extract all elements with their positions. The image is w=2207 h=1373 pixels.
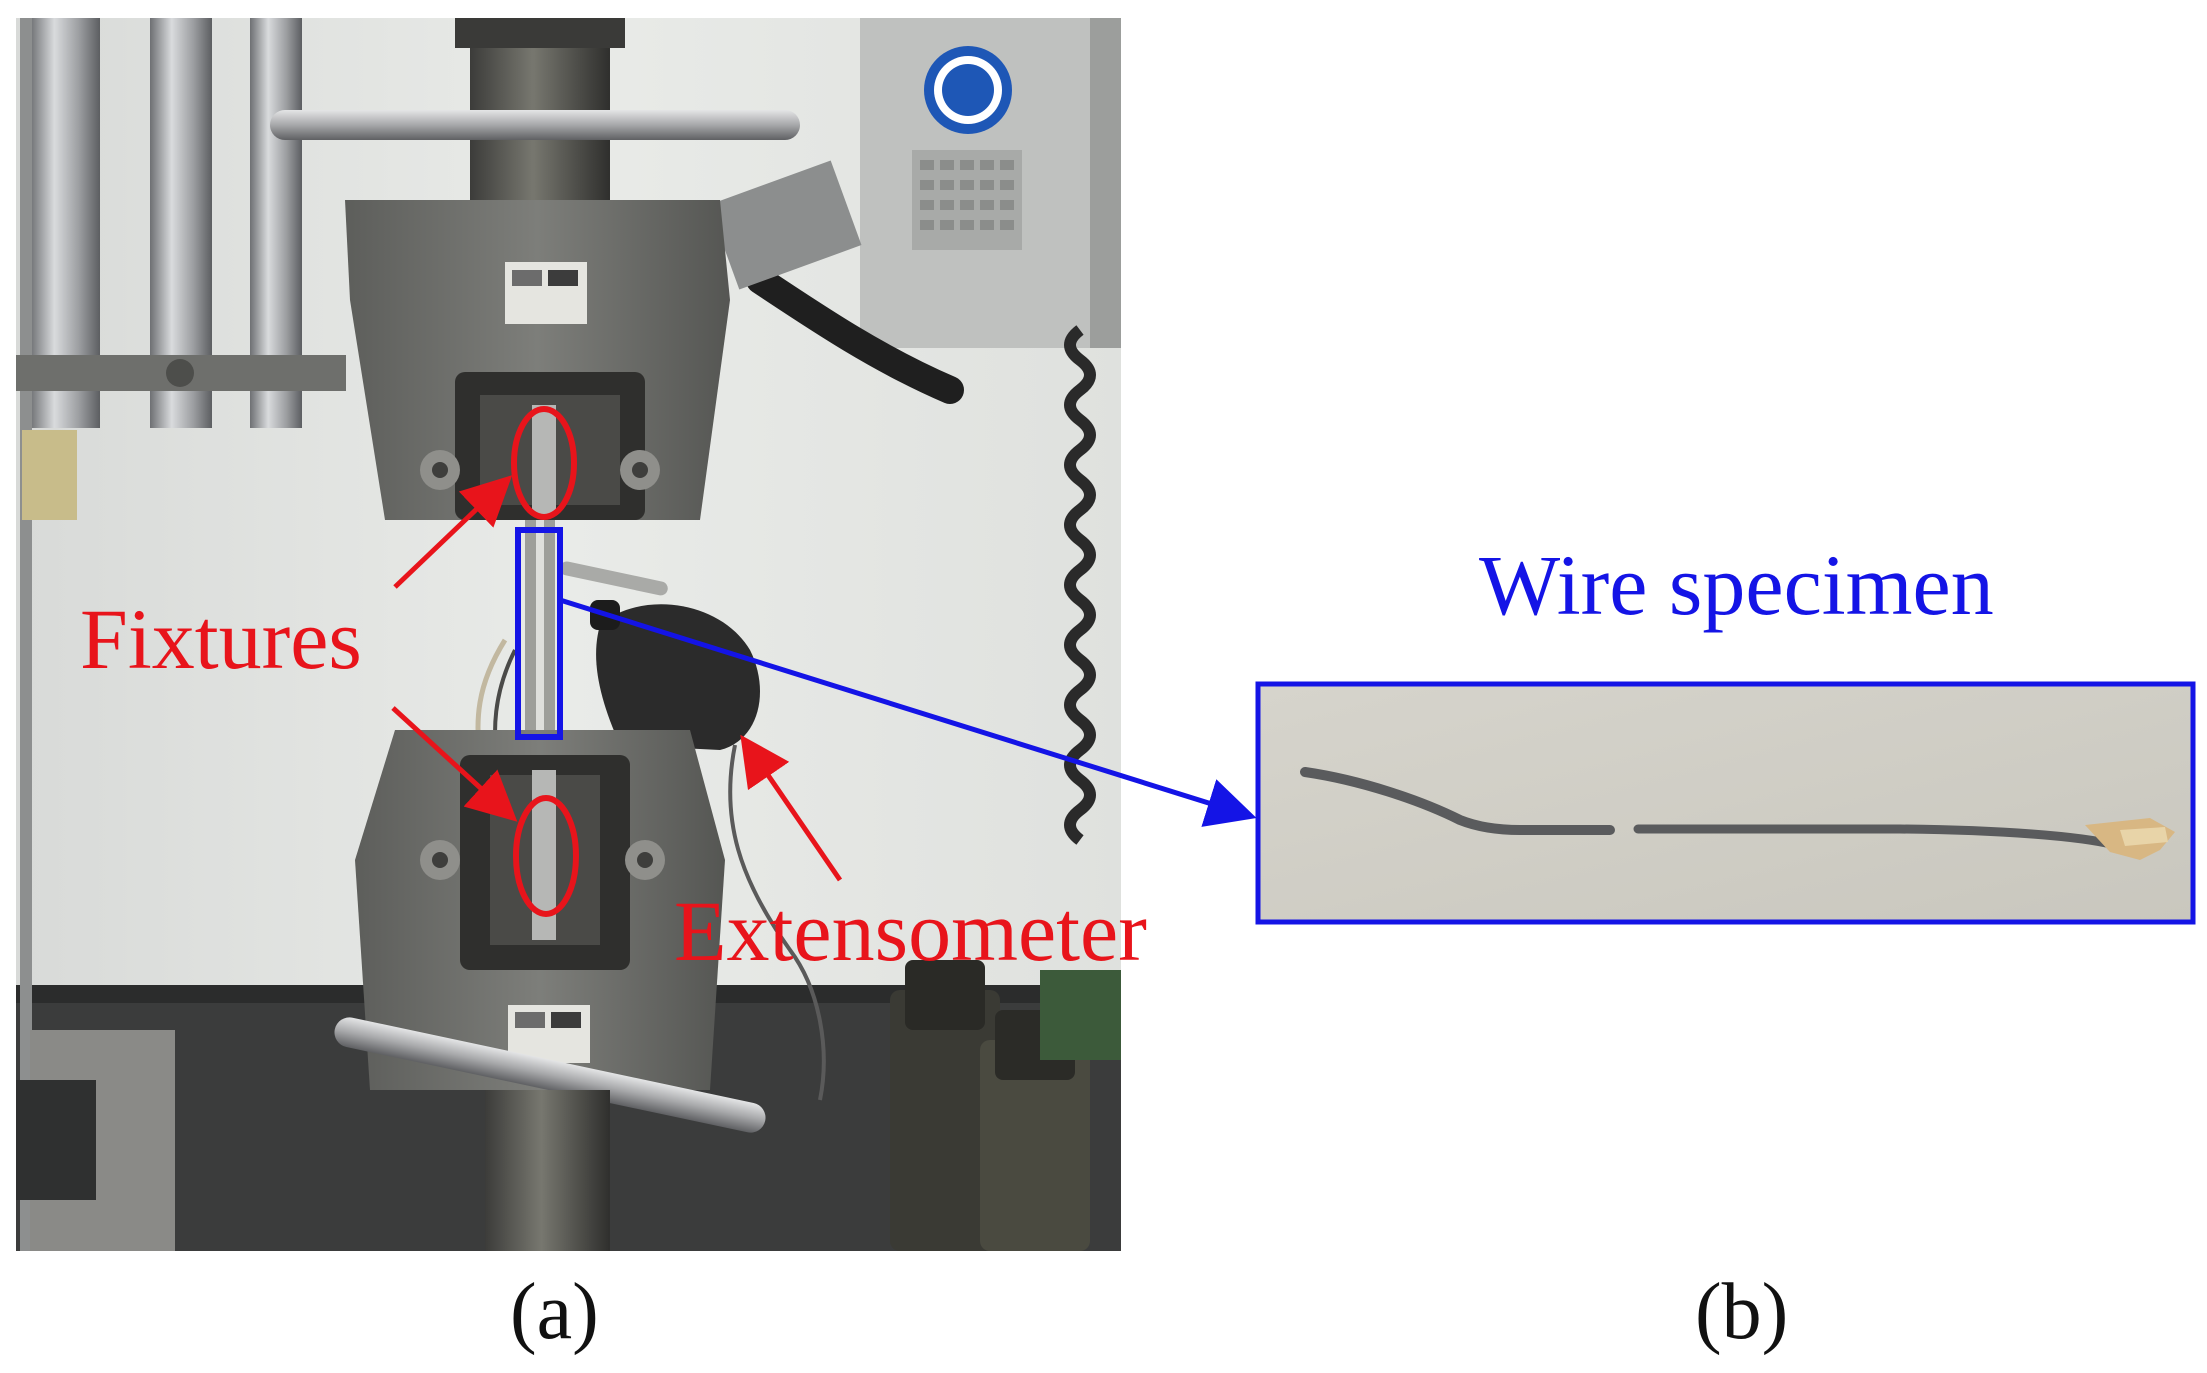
panel-label-b: (b) [1695, 1268, 1789, 1356]
extensometer-label: Extensometer [674, 883, 1147, 979]
specimen-zoom-arrow [559, 597, 1257, 827]
fixtures-arrow-lower [391, 706, 518, 822]
fixture-ellipse-upper [511, 406, 577, 520]
specimen-highlight-box [515, 527, 563, 740]
photo-wire-specimen [1258, 684, 2193, 922]
panel-label-a: (a) [510, 1268, 599, 1356]
wire-specimen-label: Wire specimen [1479, 537, 1994, 633]
fixture-ellipse-lower [513, 795, 579, 917]
fixtures-label: Fixtures [80, 591, 362, 687]
specimen-frame [1255, 681, 2196, 925]
extensometer-arrow [740, 734, 843, 882]
fixtures-arrow-upper [393, 475, 513, 589]
